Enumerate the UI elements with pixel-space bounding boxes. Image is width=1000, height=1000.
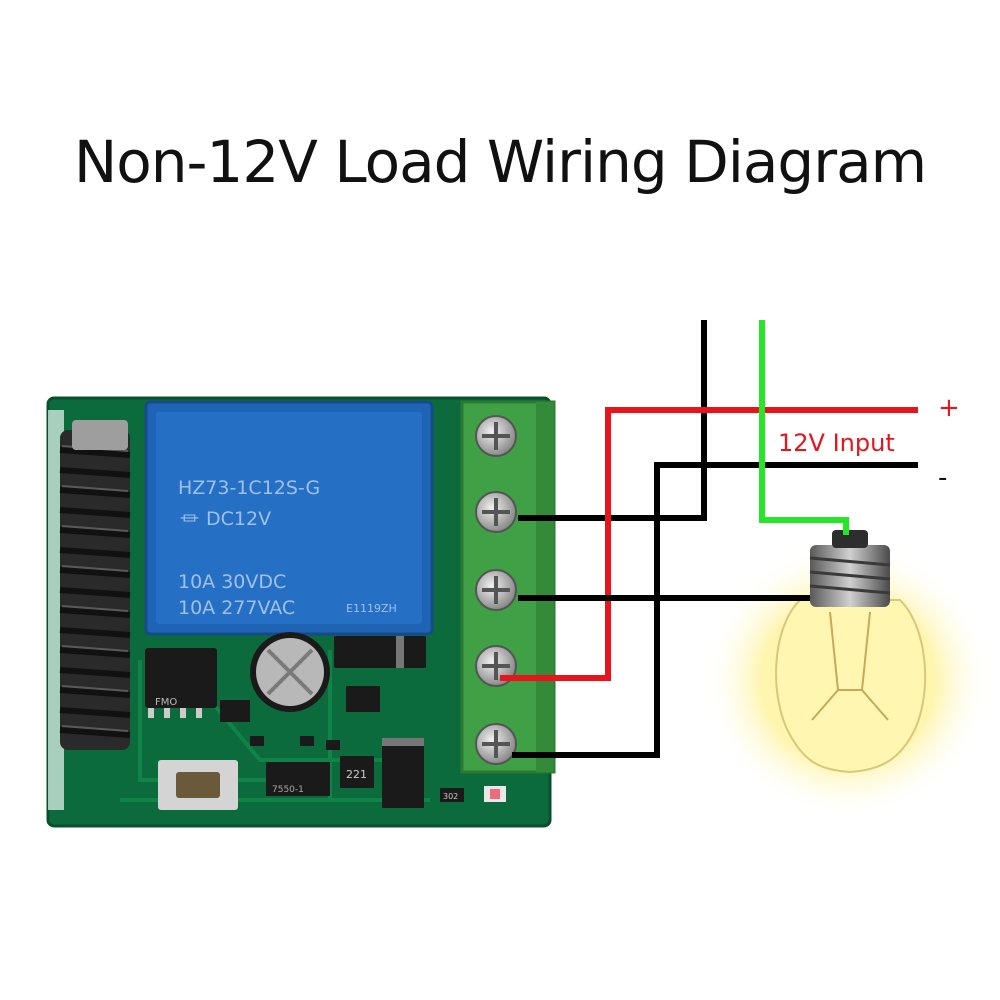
- relay-rating-dc: 10A 30VDC: [178, 571, 286, 593]
- resistor-mark: 302: [443, 792, 458, 801]
- minus-label: -: [938, 463, 947, 493]
- wire-green-live: [759, 320, 849, 535]
- antenna-coil-icon: [59, 420, 131, 750]
- inductor: 221: [340, 756, 374, 788]
- regulator-ic: 7550-1: [266, 762, 330, 796]
- light-bulb-icon: [703, 530, 993, 820]
- ic2-mark: 7550-1: [272, 785, 304, 795]
- capacitor: [250, 632, 330, 712]
- screw-terminal-icon: [475, 415, 517, 765]
- smd-parts: [250, 736, 340, 750]
- wires: [500, 320, 918, 758]
- input-label: 12V Input: [778, 429, 895, 457]
- coil-symbol-icon: ⏛: [180, 508, 199, 530]
- plus-label: +: [938, 393, 960, 423]
- transistor: [220, 686, 380, 722]
- smd-diode: [382, 738, 424, 808]
- relay-coil: DC12V: [206, 508, 271, 530]
- inductor-mark: 221: [346, 768, 367, 781]
- relay-board: HZ73-1C12S-G DC12V ⏛ 10A 30VDC 10A 277VA…: [46, 396, 556, 828]
- wire-black-load-common: [518, 320, 707, 521]
- push-button: [158, 760, 238, 810]
- smd-resistor: 302: [440, 786, 506, 802]
- relay-rating-ac: 10A 277VAC: [178, 597, 295, 619]
- page-title: Non-12V Load Wiring Diagram: [73, 128, 927, 196]
- chip-ic: FMO: [145, 648, 217, 718]
- relay-model: HZ73-1C12S-G: [178, 477, 320, 499]
- diode: [334, 636, 426, 668]
- chip-mark: FMO: [155, 697, 177, 708]
- terminal-block: [460, 400, 556, 774]
- relay: HZ73-1C12S-G DC12V ⏛ 10A 30VDC 10A 277VA…: [144, 400, 434, 636]
- relay-cert: E1119ZH: [346, 602, 397, 615]
- wire-black-negative: [512, 462, 918, 758]
